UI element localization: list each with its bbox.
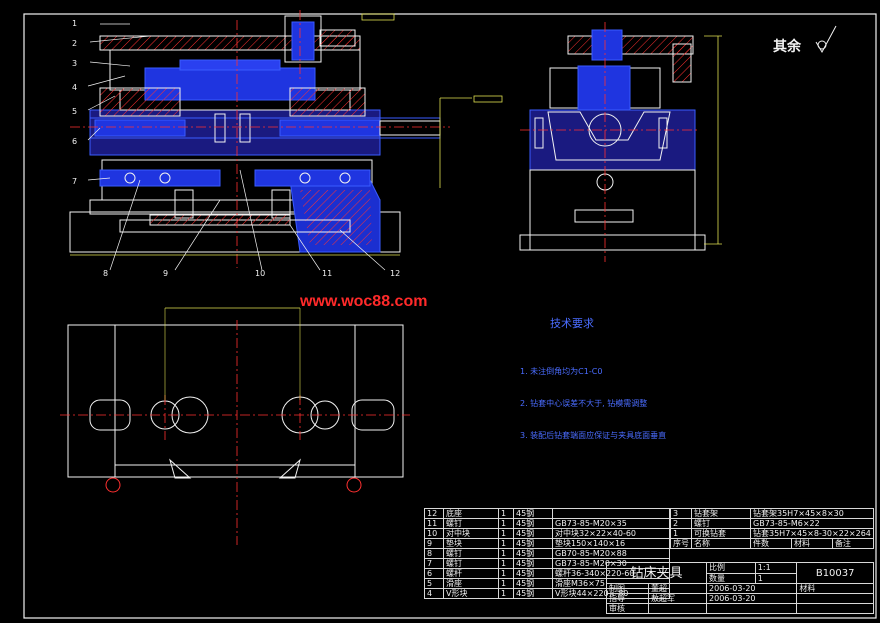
- tech-req-item: 1. 未注倒角均为C1-C0: [520, 367, 603, 376]
- callout-2: 2: [72, 39, 78, 48]
- surface-finish-icon: [815, 25, 837, 54]
- callout-11: 11: [322, 269, 333, 278]
- table-row: 3 钻套架 钻套架35H7×45×8×30: [670, 508, 874, 519]
- tech-req-item: 2. 钻套中心误差不大于, 钻模需调整: [520, 399, 648, 408]
- drawing-number: B10037: [796, 562, 874, 584]
- callout-12: 12: [390, 269, 401, 278]
- tech-req-item: 3. 装配后钻套端面应保证与夹具底面垂直: [520, 431, 667, 440]
- base-outline: [69, 211, 401, 253]
- table-header: 序号 名称 件数 材料 备注: [670, 538, 875, 549]
- watermark: www.woc88.com: [300, 293, 428, 310]
- plan-view: [67, 324, 404, 493]
- callout-7: 7: [72, 177, 78, 186]
- callout-8: 8: [103, 269, 109, 278]
- callout-1: 1: [72, 19, 78, 28]
- table-row: 1 可换钻套 钻套35H7×45×8-30×22×264: [670, 528, 874, 539]
- tech-req-title: 技术要求: [550, 317, 594, 330]
- callout-10: 10: [255, 269, 266, 278]
- callout-4: 4: [72, 83, 78, 92]
- callout-5: 5: [72, 107, 78, 116]
- front-view: [69, 15, 441, 253]
- sheet-frame: [23, 13, 877, 619]
- side-view: [519, 29, 706, 251]
- callout-3: 3: [72, 59, 78, 68]
- callout-9: 9: [163, 269, 169, 278]
- drawing-name: 钻床夹具: [605, 562, 708, 584]
- callout-6: 6: [72, 137, 78, 146]
- surface-finish-label: 其余: [773, 39, 801, 55]
- table-row: 2 螺钉 GB73-85-M6×22: [670, 518, 874, 529]
- parts-list-right: 3 钻套架 钻套架35H7×45×8×30 2 螺钉 GB73-85-M6×22…: [670, 508, 875, 549]
- title-block: 钻床夹具 比例 1:1 B10037 数量 1 制图 董超 2006-03-20…: [605, 562, 874, 614]
